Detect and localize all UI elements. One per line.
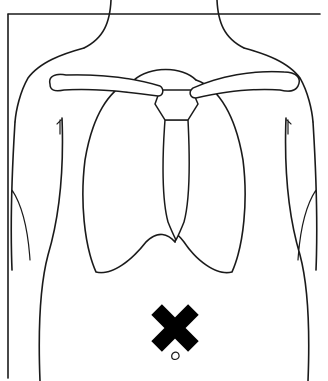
arm-outline-right-inner xyxy=(298,190,316,260)
neck-outline-right xyxy=(217,0,244,48)
lung-apex-arc xyxy=(134,70,196,81)
sternum xyxy=(163,120,189,240)
chest-mark-right xyxy=(287,120,291,134)
navel xyxy=(172,352,179,359)
x-mark-icon xyxy=(138,291,212,365)
body-outline-left xyxy=(39,118,62,381)
arm-outline-right-outer xyxy=(313,122,317,270)
clavicle-right xyxy=(190,72,299,98)
chest-mark-left xyxy=(57,120,61,134)
body-outline-right xyxy=(286,118,309,381)
arm-outline-left-inner xyxy=(12,190,30,260)
neck-outline-left xyxy=(84,0,111,48)
arm-outline-left-outer xyxy=(11,122,15,270)
clavicle-left xyxy=(50,74,163,96)
